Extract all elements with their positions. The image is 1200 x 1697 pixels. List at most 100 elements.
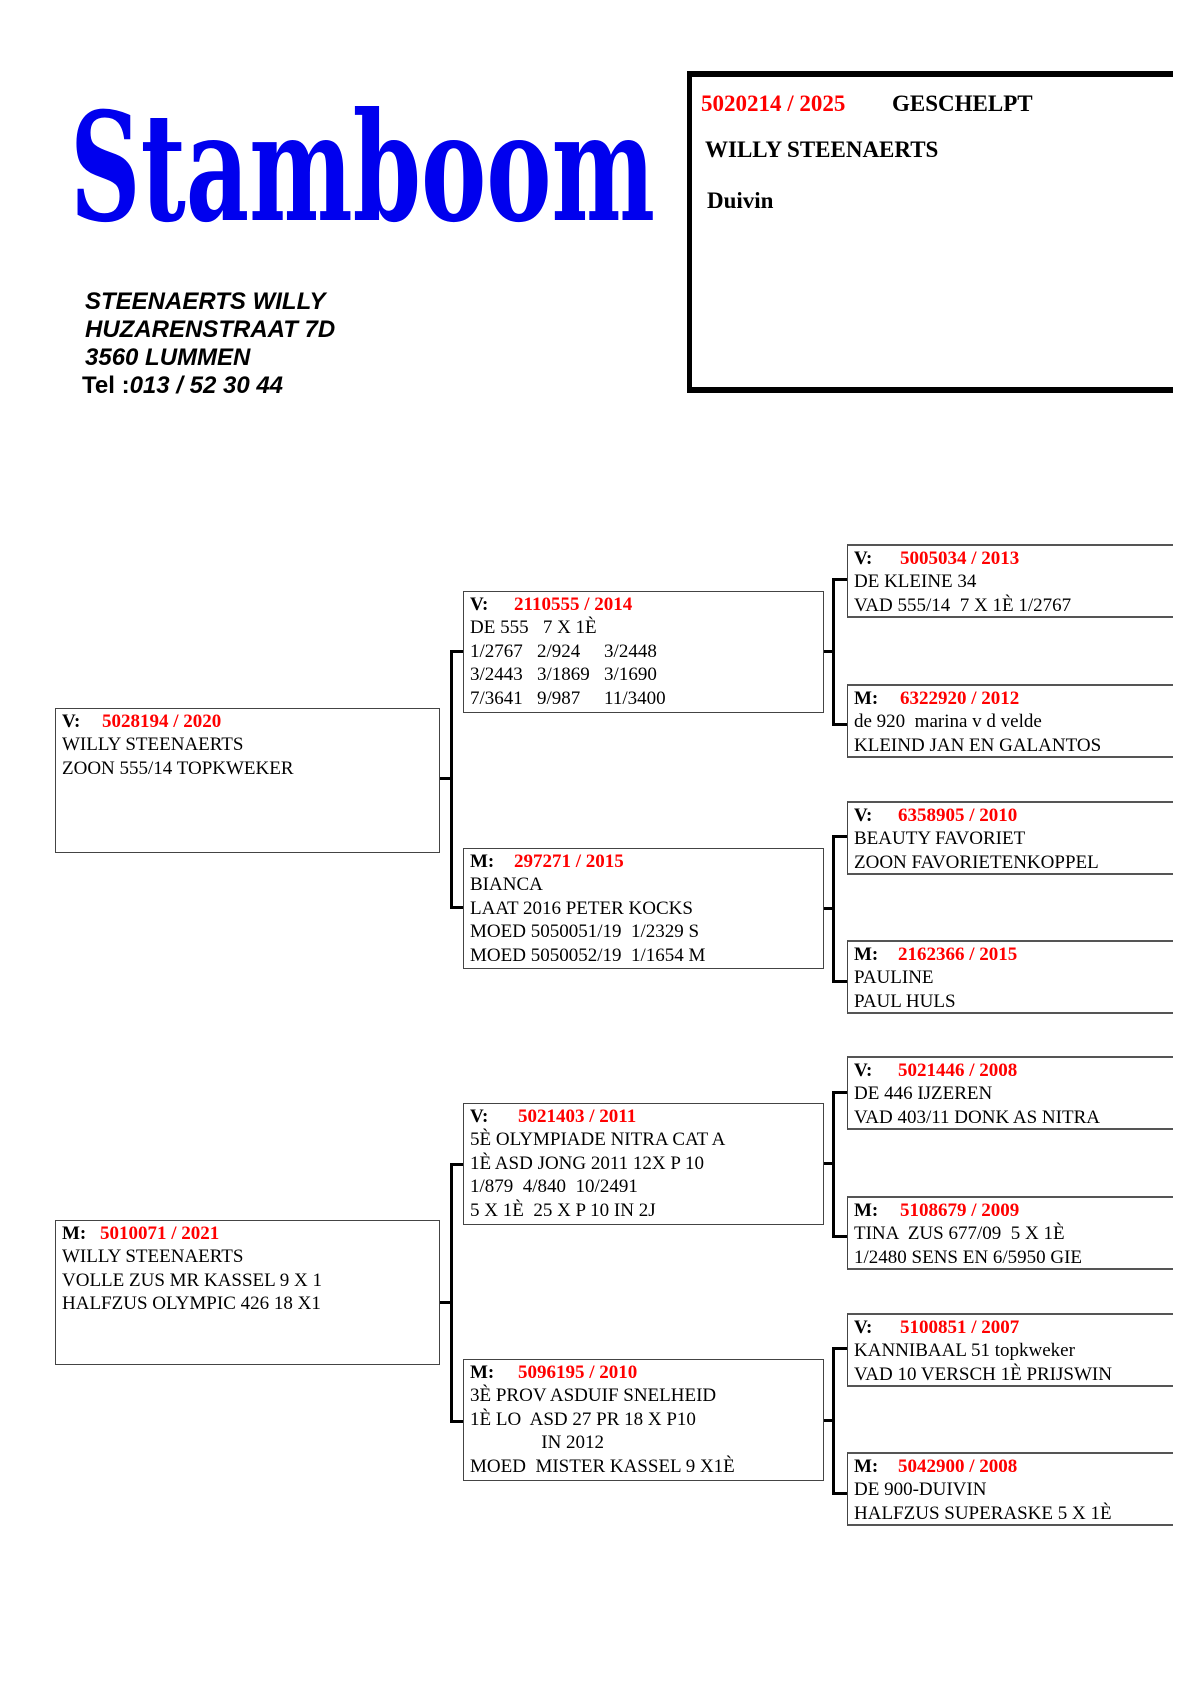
- info-line: DE 900-DUIVIN: [854, 1479, 987, 1501]
- ring-number: 5010071 / 2021: [100, 1223, 220, 1244]
- sex-label: M:: [854, 1200, 879, 1221]
- connector-line: [450, 1164, 453, 1423]
- connector-line: [832, 1091, 847, 1094]
- ring-number: 5096195 / 2010: [518, 1362, 638, 1383]
- connector-line: [450, 1420, 463, 1423]
- pigeon-sex: Duivin: [707, 188, 774, 213]
- info-line: HALFZUS OLYMPIC 426 18 X1: [62, 1293, 321, 1315]
- info-line: VOLLE ZUS MR KASSEL 9 X 1: [62, 1269, 323, 1291]
- connector-line: [832, 1091, 835, 1238]
- owner-name: STEENAERTS WILLY: [85, 288, 326, 315]
- info-line: 1/879 4/840 10/2491: [470, 1176, 638, 1198]
- ring-number: 5021446 / 2008: [898, 1060, 1018, 1081]
- info-line: WILLY STEENAERTS: [62, 734, 244, 756]
- connector-line: [832, 980, 847, 983]
- stamboom-logo: Stamboom: [70, 70, 660, 260]
- connector-line: [832, 1347, 835, 1495]
- info-line: 5È OLYMPIADE NITRA CAT A: [470, 1129, 726, 1151]
- sex-label: V:: [470, 594, 489, 615]
- ring-number: 297271 / 2015: [514, 851, 624, 872]
- info-line: WILLY STEENAERTS: [62, 1246, 244, 1268]
- ring-number: 2162366 / 2015: [898, 944, 1018, 965]
- info-line: PAUL HULS: [854, 990, 956, 1012]
- connector-line: [832, 1347, 847, 1350]
- info-line: 3È PROV ASDUIF SNELHEID: [470, 1385, 717, 1407]
- connector-line: [440, 777, 452, 780]
- sex-label: M:: [470, 851, 495, 872]
- sex-label: M:: [470, 1362, 495, 1383]
- sex-label: V:: [854, 1317, 873, 1338]
- ring-number: 5021403 / 2011: [518, 1106, 637, 1127]
- connector-line: [832, 578, 847, 581]
- connector-line: [832, 1492, 847, 1495]
- connector-line: [832, 723, 847, 726]
- sex-label: M:: [62, 1223, 87, 1244]
- pigeon-ring: 5020214 / 2025: [701, 91, 846, 116]
- owner-phone: Tel :013 / 52 30 44: [82, 372, 283, 400]
- ring-number: 6358905 / 2010: [898, 805, 1018, 826]
- phone-number: 013 / 52 30 44: [129, 372, 284, 399]
- connector-line: [824, 1419, 835, 1422]
- info-line: BEAUTY FAVORIET: [854, 828, 1026, 850]
- info-line: VAD 10 VERSCH 1È PRIJSWIN: [854, 1363, 1112, 1385]
- sex-label: M:: [854, 1456, 879, 1477]
- ring-number: 5100851 / 2007: [900, 1317, 1020, 1338]
- svg-text:Stamboom: Stamboom: [70, 80, 655, 256]
- sex-label: V:: [854, 805, 873, 826]
- ring-number: 2110555 / 2014: [514, 594, 633, 615]
- phone-label: Tel :: [82, 372, 130, 399]
- connector-line: [450, 1163, 463, 1166]
- info-line: ZOON 555/14 TOPKWEKER: [62, 757, 294, 779]
- sex-label: V:: [854, 548, 873, 569]
- info-line: de 920 marina v d velde: [854, 711, 1042, 733]
- connector-line: [450, 906, 463, 909]
- info-line: DE 446 IJZEREN: [854, 1083, 993, 1105]
- info-line: KLEIND JAN EN GALANTOS: [854, 734, 1102, 756]
- info-line: VAD 403/11 DONK AS NITRA: [854, 1106, 1100, 1128]
- ring-number: 5042900 / 2008: [898, 1456, 1018, 1477]
- info-line: 1È LO ASD 27 PR 18 X P10: [470, 1408, 696, 1430]
- info-line: DE KLEINE 34: [854, 571, 977, 593]
- info-line: 7/3641 9/987 11/3400: [470, 687, 666, 709]
- sex-label: M:: [854, 944, 879, 965]
- connector-line: [824, 907, 835, 910]
- info-line: DE 555 7 X 1È: [470, 617, 597, 639]
- pigeon-breeder: WILLY STEENAERTS: [705, 137, 939, 162]
- pigeon-info-box: [687, 71, 1173, 393]
- owner-street: HUZARENSTRAAT 7D: [85, 316, 336, 343]
- sex-label: M:: [854, 688, 879, 709]
- info-line: VAD 555/14 7 X 1È 1/2767: [854, 594, 1072, 616]
- ring-number: 6322920 / 2012: [900, 688, 1020, 709]
- info-line: KANNIBAAL 51 topkweker: [854, 1340, 1075, 1362]
- owner-city: 3560 LUMMEN: [85, 344, 251, 371]
- pigeon-color: GESCHELPT: [892, 91, 1033, 116]
- info-line: BIANCA: [470, 874, 543, 896]
- connector-line: [824, 1162, 835, 1165]
- ring-number: 5005034 / 2013: [900, 548, 1020, 569]
- ring-number: 5028194 / 2020: [102, 711, 222, 732]
- connector-line: [832, 578, 835, 726]
- info-line: 3/2443 3/1869 3/1690: [470, 664, 657, 686]
- info-line: MOED 5050052/19 1/1654 M: [470, 944, 706, 966]
- connector-line: [832, 835, 847, 838]
- info-line: MOED 5050051/19 1/2329 S: [470, 921, 700, 943]
- info-line: IN 2012: [470, 1432, 605, 1454]
- connector-line: [450, 651, 453, 909]
- connector-line: [832, 835, 835, 983]
- info-line: ZOON FAVORIETENKOPPEL: [854, 851, 1099, 873]
- sex-label: V:: [62, 711, 81, 732]
- info-line: TINA ZUS 677/09 5 X 1È: [854, 1223, 1065, 1245]
- sex-label: V:: [470, 1106, 489, 1127]
